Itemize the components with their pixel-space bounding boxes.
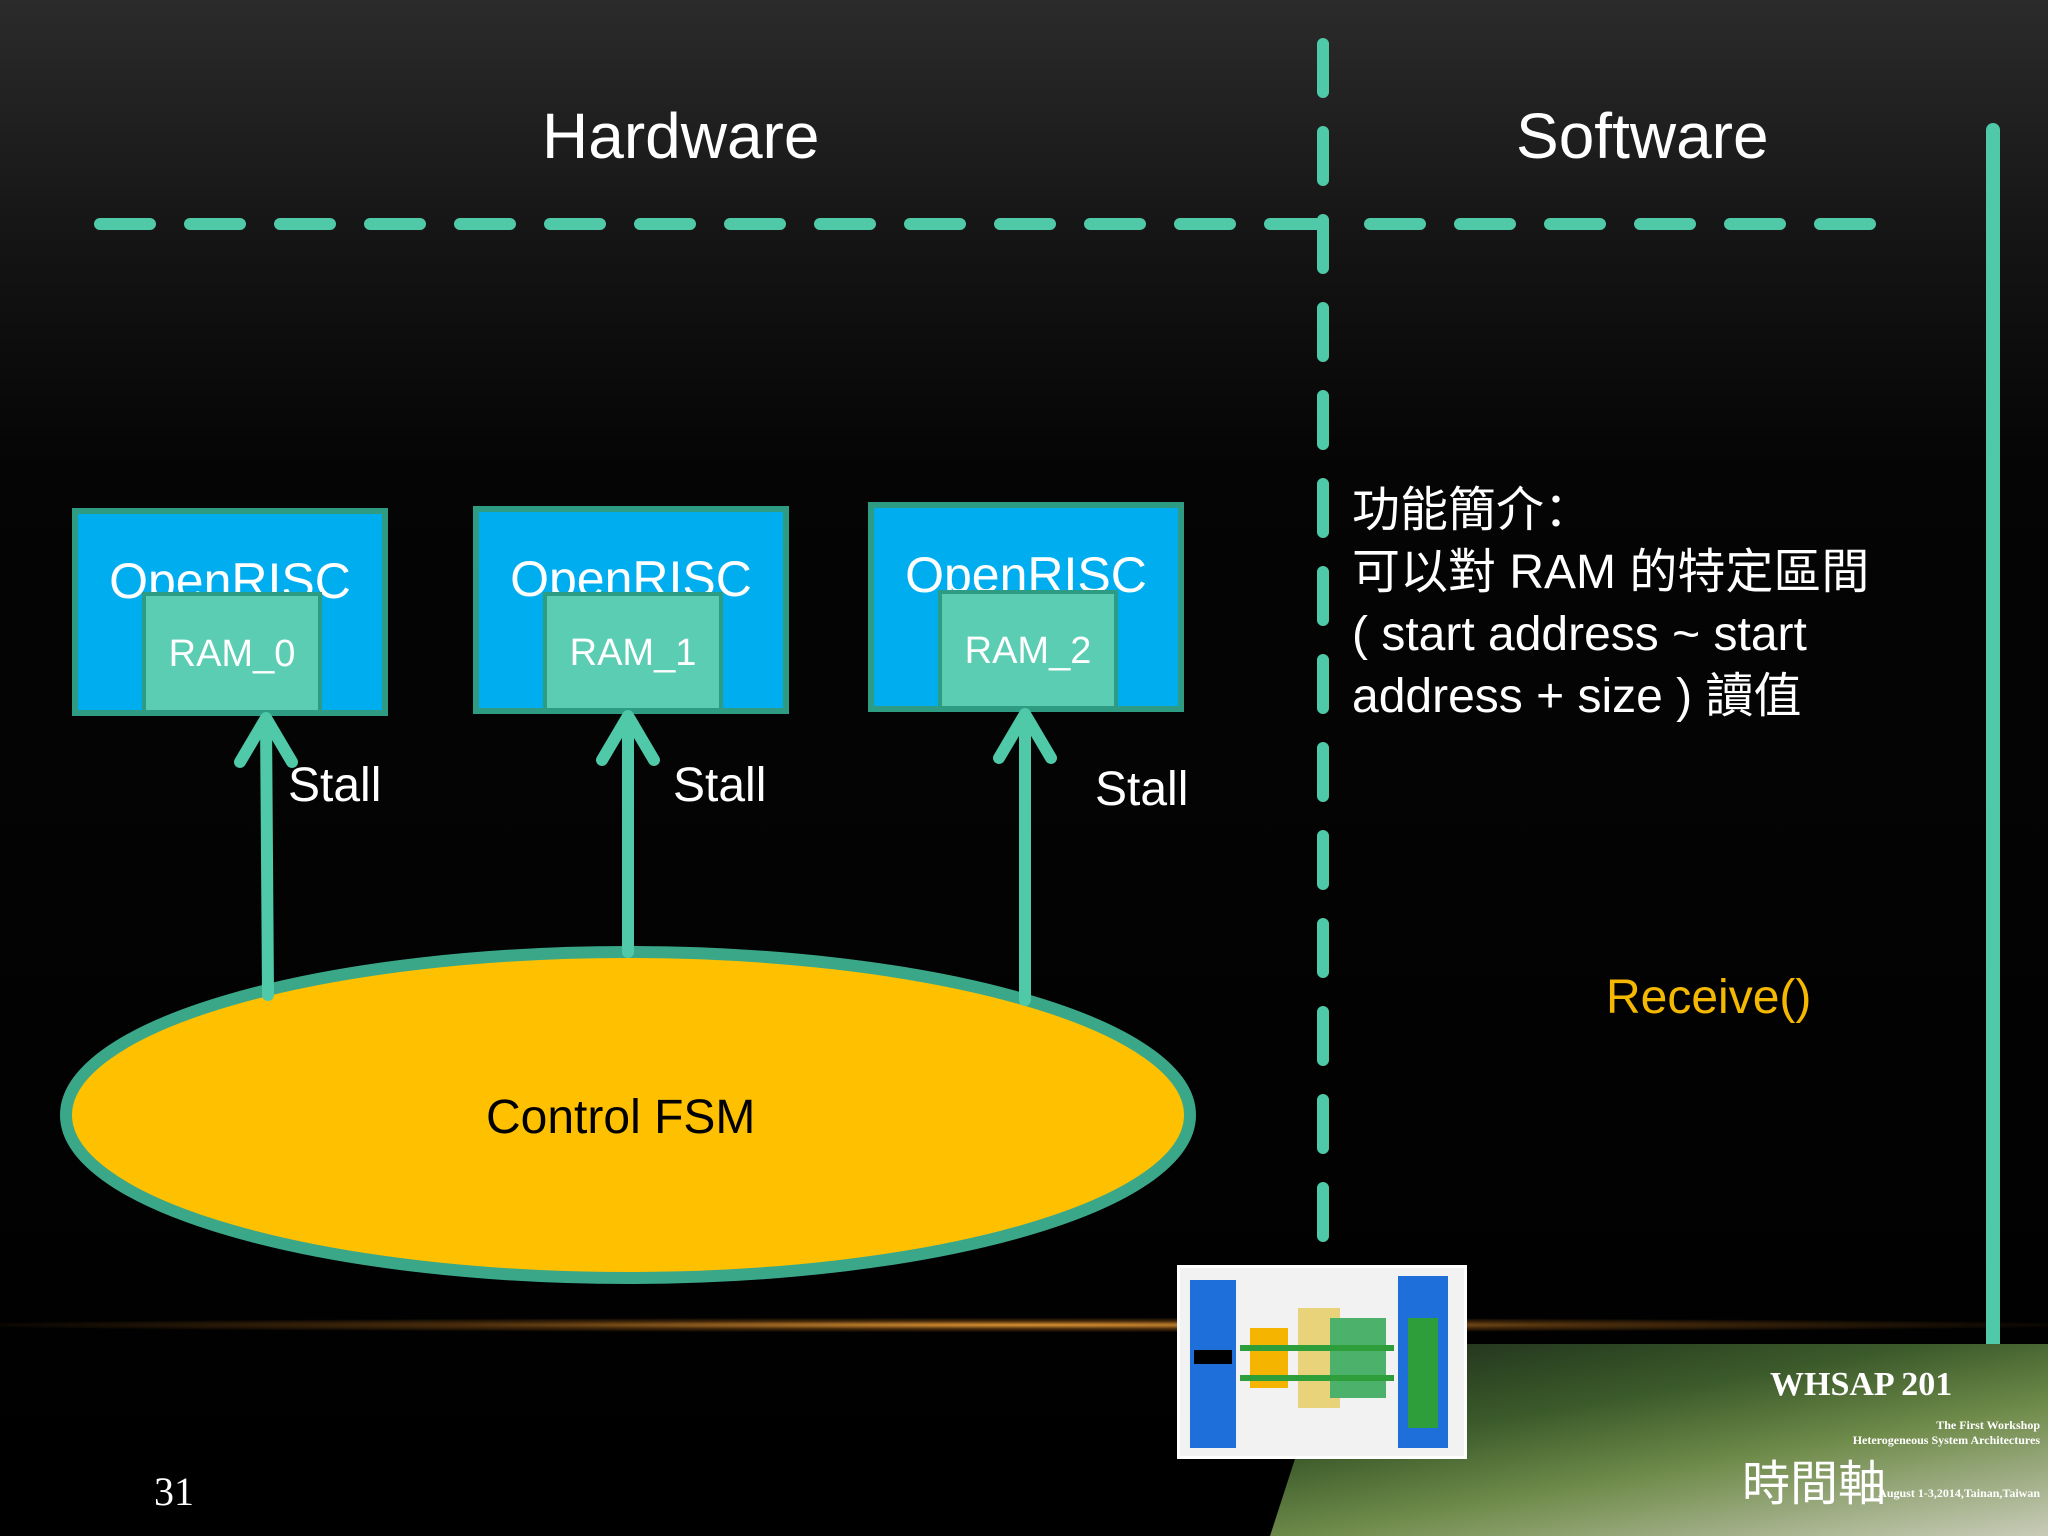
description-line-2: 可以對 RAM 的特定區間 <box>1352 546 1870 599</box>
processor-box-1: OpenRISC RAM_1 <box>473 506 789 714</box>
description-line-1: 功能簡介： <box>1352 484 1593 537</box>
arrow-up-icon <box>596 710 660 766</box>
banner-date: August 1-3,2014,Tainan,Taiwan <box>1878 1486 2040 1500</box>
processor-box-0: OpenRISC RAM_0 <box>72 508 388 716</box>
stall-label-2: Stall <box>1095 763 1189 816</box>
arrow-up-icon <box>993 708 1057 764</box>
horizon-glow <box>0 1318 2048 1332</box>
banner-text: WHSAP 201 The First Workshop Heterogeneo… <box>1770 1366 2040 1501</box>
stall-arrow-2 <box>993 708 1057 1006</box>
receive-call-label: Receive() <box>1606 971 1812 1024</box>
processor-box-2: OpenRISC RAM_2 <box>868 502 1184 712</box>
ram-box-0: RAM_0 <box>142 592 322 710</box>
ram-box-2: RAM_2 <box>938 590 1118 706</box>
arrow-up-icon <box>234 712 298 768</box>
banner-title: WHSAP 201 <box>1770 1366 1953 1403</box>
banner-subtitle-1: The First Workshop <box>1936 1418 2040 1432</box>
banner-subtitle-2: Heterogeneous System Architectures <box>1852 1433 2040 1447</box>
description-line-4: address + size ) 讀值 <box>1352 670 1802 723</box>
stall-label-0: Stall <box>288 759 382 812</box>
function-description: 功能簡介： 可以對 RAM 的特定區間 ( start address ~ st… <box>1352 480 1869 728</box>
control-fsm-label: Control FSM <box>486 1091 756 1144</box>
slide-number: 31 <box>154 1469 194 1514</box>
description-line-3: ( start address ~ start <box>1352 608 1807 661</box>
hardware-heading: Hardware <box>542 100 820 172</box>
architecture-diagram-thumbnail <box>1177 1265 1467 1459</box>
stall-arrow-0 <box>234 712 298 1001</box>
stall-arrow-1 <box>596 710 660 958</box>
stall-label-1: Stall <box>673 759 767 812</box>
ram-box-1: RAM_1 <box>543 592 723 708</box>
software-heading: Software <box>1516 100 1769 172</box>
thumbnail-diagram <box>1190 1276 1448 1448</box>
time-axis-label: 時間軸 <box>1742 1458 1887 1511</box>
